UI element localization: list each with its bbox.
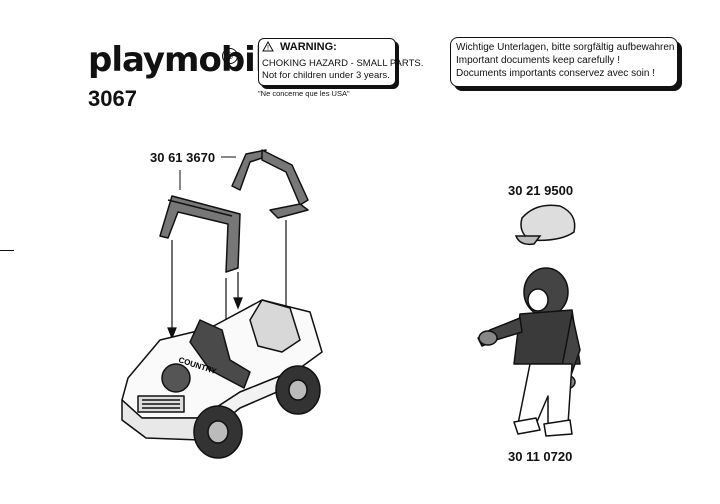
documents-line-de: Wichtige Unterlagen, bitte sorgfältig au… <box>456 42 681 53</box>
documents-line-en: Important documents keep carefully ! <box>456 55 620 66</box>
jeep-body <box>121 299 323 441</box>
fold-mark <box>0 250 14 251</box>
warning-line-1: CHOKING HAZARD - SMALL PARTS. <box>262 58 424 69</box>
part-number-cap: 30 21 9500 <box>508 183 574 198</box>
brand-badge-icon: ® <box>222 48 238 64</box>
upper-rollbar <box>231 149 309 219</box>
warning-title: WARNING: <box>280 41 337 53</box>
warning-triangle-icon: ! <box>262 41 274 52</box>
part-number-figure: 30 11 0720 <box>508 449 573 464</box>
lower-rollbar <box>159 195 241 273</box>
warning-line-2: Not for children under 3 years. <box>262 70 390 81</box>
warning-box <box>258 38 396 86</box>
usa-note: "Ne concerne que les USA" <box>258 89 350 98</box>
cap-part <box>514 204 576 246</box>
svg-text:!: ! <box>267 45 269 52</box>
set-number: 3067 <box>88 86 137 111</box>
figure-part <box>477 267 581 437</box>
part-number-rollbar: 30 61 3670 <box>150 150 216 165</box>
jeep-wheels <box>193 365 321 459</box>
documents-notice-box <box>450 37 678 87</box>
documents-line-fr: Documents importants conservez avec soin… <box>456 68 655 79</box>
